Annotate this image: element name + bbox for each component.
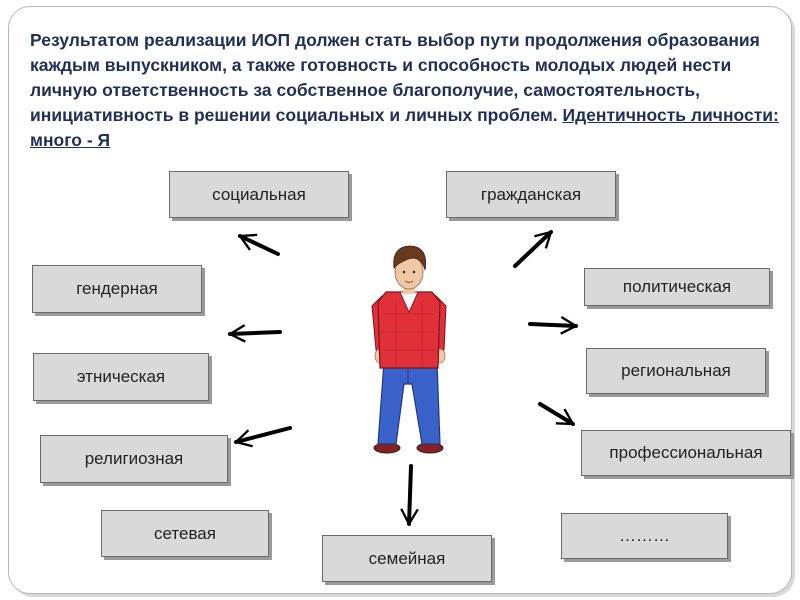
arrow-regional [538, 402, 576, 426]
identity-box-ethnic: этническая [33, 353, 209, 401]
arrow-civic [513, 230, 553, 268]
identity-box-family: семейная [322, 535, 492, 582]
identity-box-other: ……… [561, 513, 728, 559]
identity-box-social: социальная [169, 171, 349, 218]
identity-box-religious: религиозная [40, 435, 228, 483]
arrow-political [528, 316, 579, 335]
heading-text: Результатом реализации ИОП должен стать … [30, 30, 760, 125]
identity-box-regional: региональная [586, 348, 766, 394]
identity-box-gender: гендерная [32, 265, 202, 313]
arrow-social [237, 233, 280, 256]
identity-box-network: сетевая [101, 510, 269, 557]
heading-emphasis: Идентичность личности: много - Я [30, 105, 779, 150]
person-figure [371, 245, 447, 454]
arrow-gender [227, 324, 282, 343]
arrow-family [400, 464, 419, 527]
slide-heading: Результатом реализации ИОП должен стать … [30, 28, 780, 153]
identity-box-civic: гражданская [446, 171, 616, 218]
identity-box-professional: профессиональная [581, 430, 791, 476]
identity-box-political: политическая [584, 268, 770, 306]
arrow-religious [233, 426, 292, 448]
